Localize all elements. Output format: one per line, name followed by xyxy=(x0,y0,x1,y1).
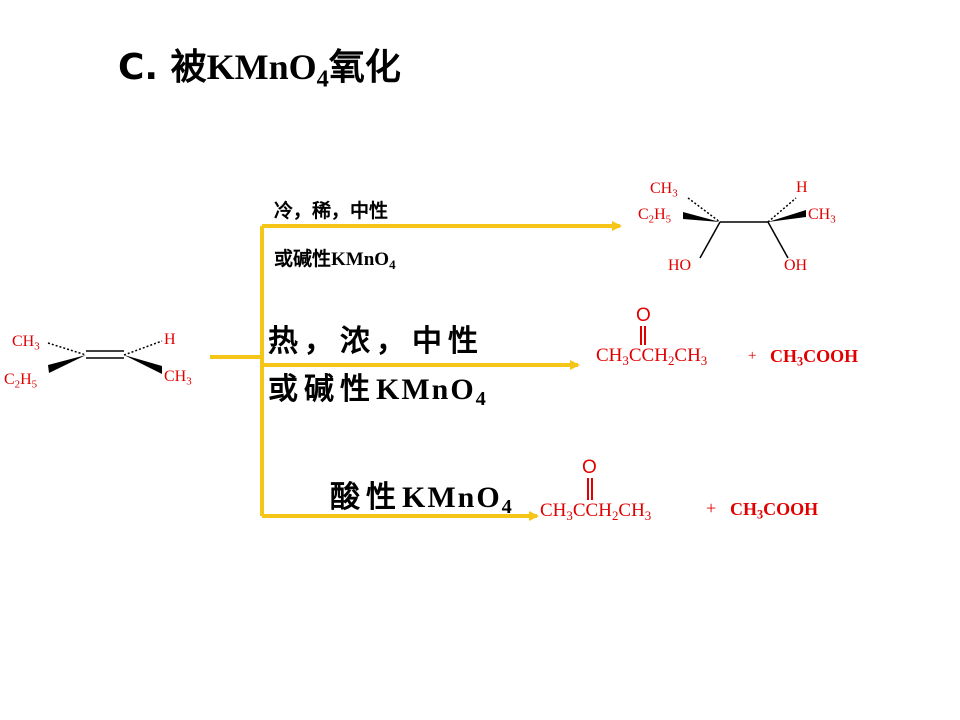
title-prefix: C. 被 xyxy=(118,47,207,88)
ketone-acid-formula: CH3CCH2CH3 xyxy=(540,500,652,523)
diol-wedge-ch3 xyxy=(768,210,806,222)
diol-hashed-ch3 xyxy=(687,197,721,223)
wedge-bond-ch3 xyxy=(124,355,162,374)
condition-cold-reagent: KMnO xyxy=(331,249,390,270)
diol-bond-ho xyxy=(699,221,721,259)
diol-bond-oh xyxy=(767,221,789,259)
diol-ch3-top: CH3 xyxy=(650,180,678,200)
page-title: C. 被KMnO4氧化 xyxy=(118,38,401,93)
title-reagent: KMnO xyxy=(206,47,317,87)
condition-cold-line2: 或碱性KMnO4 xyxy=(274,244,396,271)
ketone-hot-oxygen: O xyxy=(636,305,651,326)
condition-hot-line1: 热，浓，中性 xyxy=(268,316,484,360)
wedge-bond-c2h5 xyxy=(48,355,86,373)
condition-hot-line2: 或碱性KMnO4 xyxy=(268,364,488,411)
title-reagent-sub: 4 xyxy=(316,65,329,93)
diol-c2h5: C2H5 xyxy=(638,206,672,226)
condition-acid: 酸性KMnO4 xyxy=(330,472,514,519)
ketone-hot-plus: + xyxy=(748,348,757,364)
reactant-ch3-left: CH3 xyxy=(12,333,40,353)
diol-oh: OH xyxy=(784,257,808,274)
condition-cold-reagent-sub: 4 xyxy=(389,256,396,272)
acetic-acid-acid: CH3COOH xyxy=(730,499,819,522)
condition-acid-text: 酸性 xyxy=(330,480,402,515)
acetic-acid-hot: CH3COOH xyxy=(770,346,859,369)
condition-acid-reagent: KMnO xyxy=(402,481,502,514)
condition-acid-reagent-sub: 4 xyxy=(501,496,514,519)
diol-ch3-right: CH3 xyxy=(808,206,836,226)
condition-hot-reagent: KMnO xyxy=(376,373,476,406)
ketone-acid-oxygen: O xyxy=(582,457,597,478)
condition-hot-text1: 热，浓，中性 xyxy=(268,324,484,359)
diol-ho: HO xyxy=(668,257,692,274)
condition-hot-reagent-sub: 4 xyxy=(475,388,488,411)
reactant-h-right: H xyxy=(164,331,176,348)
hashed-bond-h xyxy=(123,340,163,356)
reactant-c2h5: C2H5 xyxy=(4,371,38,391)
condition-cold-line1: 冷，稀，中性 xyxy=(274,196,388,223)
diol-wedge-c2h5 xyxy=(683,212,720,222)
ketone-hot-formula: CH3CCH2CH3 xyxy=(596,345,708,368)
condition-cold-text1: 冷，稀，中性 xyxy=(274,200,389,222)
diol-h-top: H xyxy=(796,179,808,196)
title-suffix: 氧化 xyxy=(328,47,401,88)
condition-cold-text2: 或碱性 xyxy=(274,248,332,270)
ketone-acid-plus: + xyxy=(706,498,717,518)
hashed-bond-ch3 xyxy=(47,342,87,356)
reactant-ch3-right: CH3 xyxy=(164,368,192,388)
condition-hot-text2: 或碱性 xyxy=(268,372,376,407)
